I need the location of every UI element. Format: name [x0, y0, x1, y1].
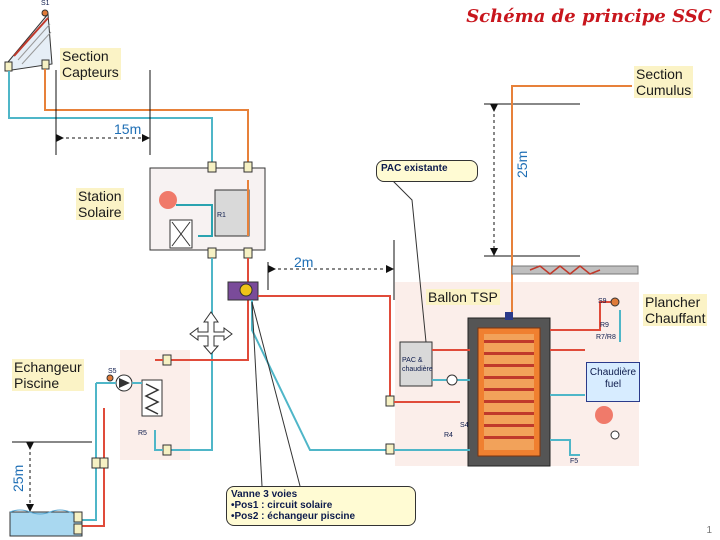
label-plancher-chauffant: Plancher Chauffant	[643, 294, 708, 326]
label-station-solaire: Station Solaire	[76, 188, 124, 220]
sensor-f5: F5	[570, 458, 579, 465]
swimming-pool	[9, 509, 83, 537]
label-section-capteurs: Section Capteurs	[60, 48, 121, 80]
solar-collector	[4, 9, 53, 72]
direction-cross-icon	[189, 311, 233, 355]
sensor-r9: R9	[600, 322, 609, 329]
ballon-tsp-tank	[467, 312, 551, 467]
callout-pac-existante: PAC existante	[376, 160, 478, 182]
dimension-15m-label: 15m	[114, 121, 142, 137]
label-chaudiere-fuel: Chaudière fuel	[586, 362, 640, 402]
three-way-valve	[227, 281, 259, 301]
page-number: 1	[706, 525, 712, 536]
label-pac-chaudiere: PAC & chaudière	[402, 357, 433, 373]
dimension-25m-left-label: 25m	[10, 464, 26, 492]
sensor-s4: S4	[460, 422, 469, 429]
sensor-r4: R4	[444, 432, 453, 439]
label-section-cumulus: Section Cumulus	[634, 66, 694, 98]
page-title: Schéma de principe SSC	[466, 6, 712, 27]
sensor-r7r8: R7/R8	[596, 334, 616, 341]
sensor-r1: R1	[217, 212, 226, 219]
label-ballon-tsp: Ballon TSP	[426, 289, 500, 305]
flexible-pipe	[511, 265, 639, 275]
sensor-s1: S1	[41, 0, 50, 7]
pac-chaudiere-box	[399, 341, 433, 387]
callout-pointer-pac	[391, 179, 427, 343]
echangeur-piscine-unit	[96, 354, 172, 456]
label-echangeur-piscine: Echangeur Piscine	[12, 359, 84, 391]
expansion-vessel	[595, 406, 613, 424]
pipe-cumulus	[511, 85, 632, 318]
callout-vanne-3-voies: Vanne 3 voies •Pos1 : circuit solaire •P…	[226, 486, 416, 526]
dimension-25m-right-label: 25m	[514, 150, 530, 178]
dimension-2m-label: 2m	[294, 254, 314, 270]
sensor-s5: S5	[108, 368, 117, 375]
pipe-cold-collector	[8, 71, 213, 162]
pipe-hot-collector	[44, 69, 249, 162]
callout-pointer-vanne	[251, 301, 301, 487]
sensor-s9: S9	[598, 298, 607, 305]
station-solaire-box	[149, 161, 266, 259]
sensor-r5: R5	[138, 430, 147, 437]
